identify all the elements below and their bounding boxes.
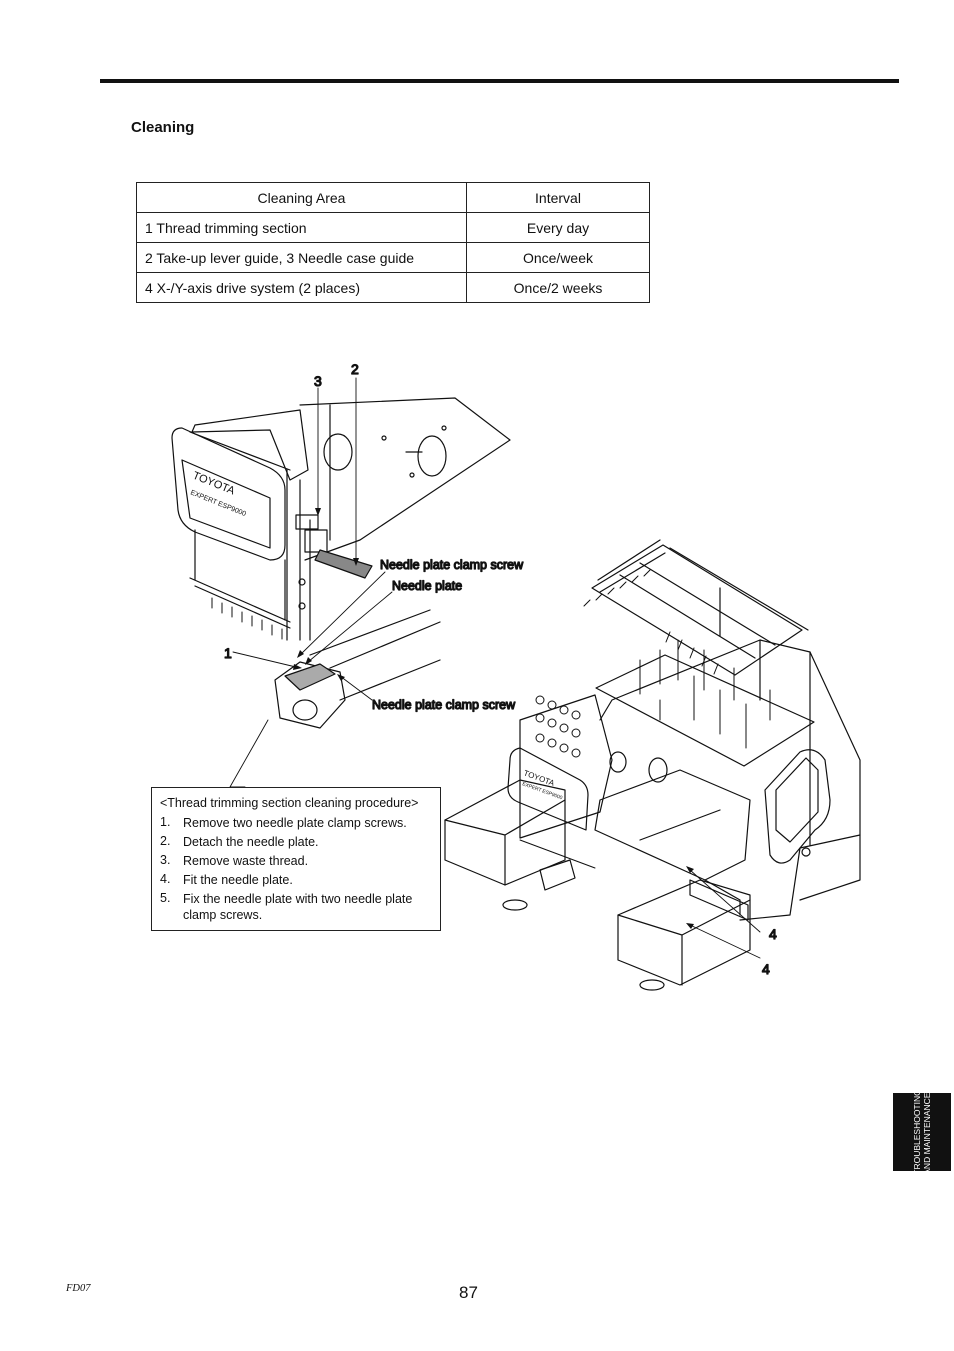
procedure-step: 5. Fix the needle plate with two needle p…	[160, 889, 432, 924]
step-number: 3.	[160, 853, 171, 867]
step-number: 4.	[160, 872, 171, 886]
step-text: Fit the needle plate.	[183, 873, 293, 887]
procedure-step: 2. Detach the needle plate.	[160, 832, 432, 851]
callout-4-b: 4	[762, 961, 770, 977]
step-text: Remove two needle plate clamp screws.	[183, 816, 407, 830]
label-needle-plate-clamp-screw-bottom: Needle plate clamp screw	[372, 698, 516, 712]
table-row: 1 Thread trimming section Every day	[136, 212, 650, 243]
side-tab-text: TROUBLESHOOTING AND MAINTENANCE	[912, 1089, 932, 1174]
document-code: FD07	[66, 1283, 91, 1294]
procedure-step: 4. Fit the needle plate.	[160, 870, 432, 889]
section-title: Cleaning	[131, 119, 195, 136]
head-closeup-drawing: TOYOTA EXPERT ESP9000	[171, 397, 511, 729]
procedure-box: <Thread trimming section cleaning proced…	[151, 787, 441, 931]
leader-arrows	[293, 508, 694, 929]
cleaning-table: Cleaning Area Interval 1 Thread trimming…	[136, 182, 650, 303]
label-needle-plate-clamp-screw-top: Needle plate clamp screw	[380, 558, 524, 572]
step-text: Fix the needle plate with two needle pla…	[183, 892, 413, 922]
callout-2: 2	[351, 361, 359, 377]
step-number: 1.	[160, 815, 171, 829]
header-rule	[100, 79, 899, 83]
side-tab-line-2: AND MAINTENANCE	[922, 1092, 932, 1175]
procedure-title: <Thread trimming section cleaning proced…	[160, 796, 419, 810]
leader-lines	[229, 377, 761, 959]
head-model-label: EXPERT ESP9000	[189, 489, 247, 518]
page-number: 87	[459, 1283, 478, 1302]
procedure-steps: 1.Remove two needle plate clamp screws. …	[160, 813, 432, 924]
table-row: 4 X-/Y-axis drive system (2 places) Once…	[136, 272, 650, 303]
cell-interval: Once/week	[466, 242, 650, 273]
step-text: Remove waste thread.	[183, 854, 309, 868]
procedure-step: 3. Remove waste thread.	[160, 851, 432, 870]
callout-3: 3	[314, 373, 322, 389]
label-needle-plate: Needle plate	[392, 579, 462, 593]
table-row: 2 Take-up lever guide, 3 Needle case gui…	[136, 242, 650, 273]
cell-area: 2 Take-up lever guide, 3 Needle case gui…	[136, 242, 467, 273]
machine-model-label: EXPERT ESP9000	[521, 781, 563, 801]
procedure-step: 1. Remove two needle plate clamp screws.	[160, 813, 432, 832]
cell-interval: Every day	[466, 212, 650, 243]
callout-4-a: 4	[769, 926, 777, 942]
step-text: Detach the needle plate.	[183, 835, 319, 849]
step-number: 2.	[160, 834, 171, 848]
section-side-tab: TROUBLESHOOTING AND MAINTENANCE	[893, 1089, 951, 1175]
full-machine-drawing: TOYOTA EXPERT ESP9000	[444, 539, 861, 991]
column-header-area: Cleaning Area	[136, 182, 467, 213]
step-number: 5.	[160, 891, 171, 905]
callout-1: 1	[224, 645, 232, 661]
column-header-interval: Interval	[466, 182, 650, 213]
cell-interval: Once/2 weeks	[466, 272, 650, 303]
cell-area: 4 X-/Y-axis drive system (2 places)	[136, 272, 467, 303]
table-header-row: Cleaning Area Interval	[136, 182, 650, 213]
side-tab-line-1: TROUBLESHOOTING	[912, 1089, 922, 1175]
